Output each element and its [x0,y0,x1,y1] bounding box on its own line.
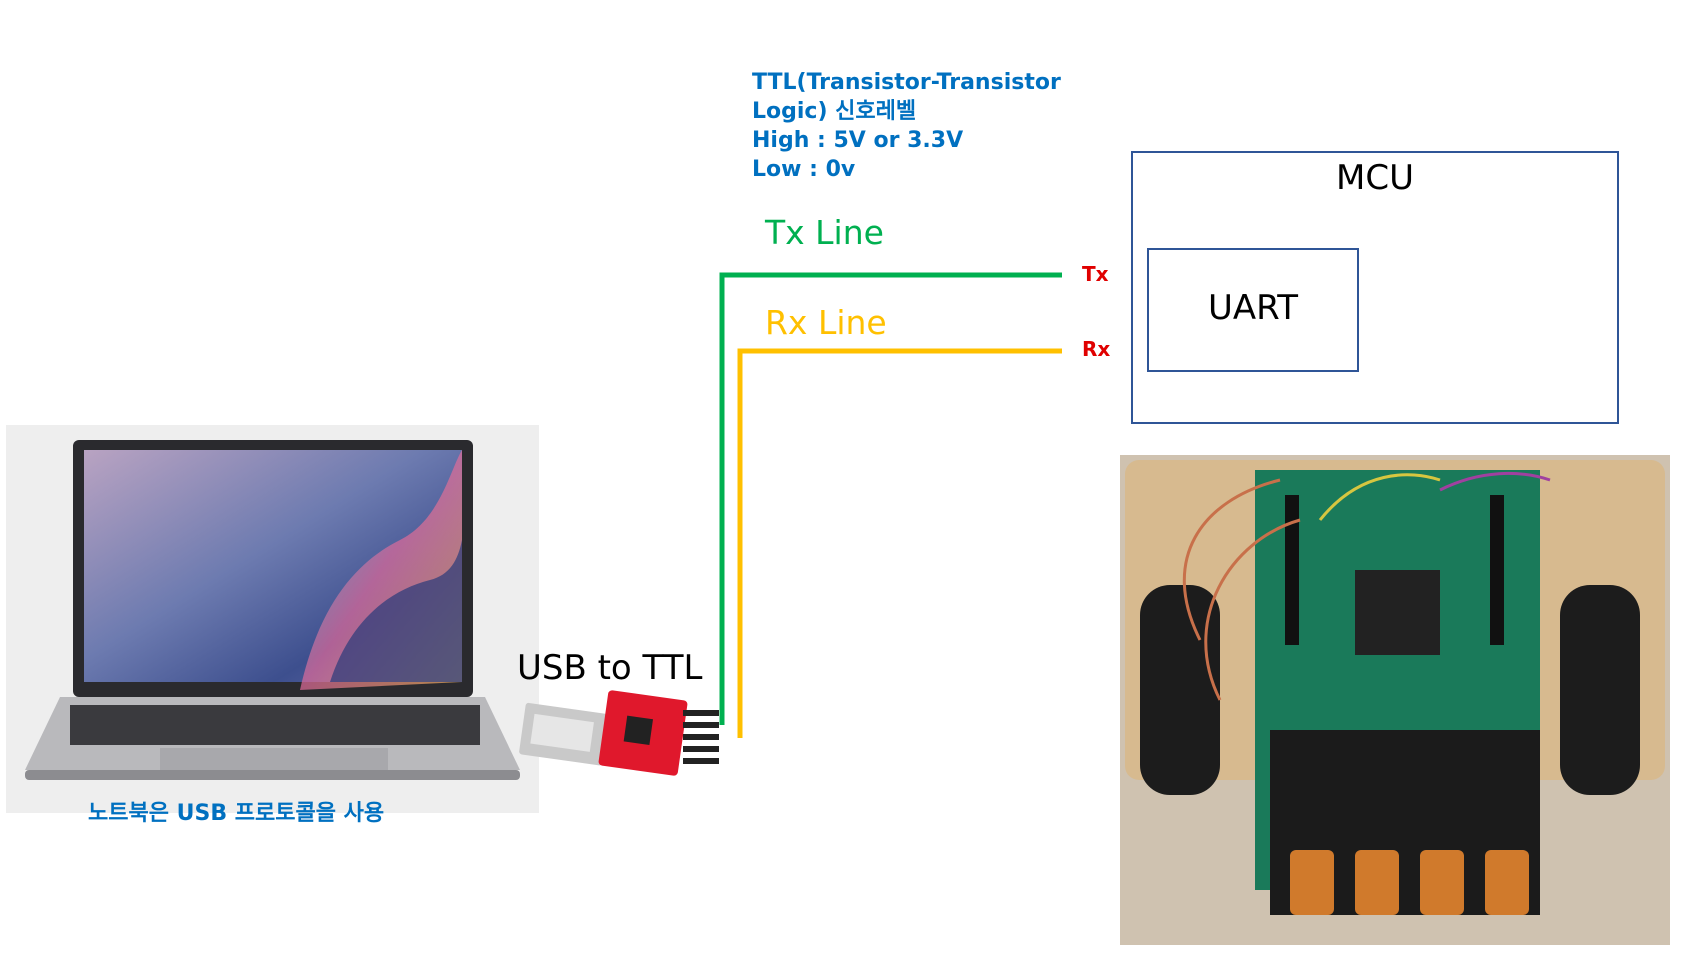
ttl-note-line3: High : 5V or 3.3V [752,128,964,153]
ttl-note-line4: Low : 0v [752,157,856,182]
mcu-label: MCU [1336,158,1414,198]
ttl-signal-note: TTL(Transistor-Transistor Logic) 신호레벨 Hi… [752,68,1092,184]
ttl-note-line1: TTL(Transistor-Transistor [752,70,1061,95]
rx-pin-label: Rx [1082,337,1111,361]
laptop-caption: 노트북은 USB 프로토콜을 사용 [88,801,385,826]
uart-box [1147,248,1359,372]
tx-line-label: Tx Line [765,213,884,252]
rx-wire [737,348,1062,738]
robot-car-photo [1120,455,1670,945]
ttl-note-line2: Logic) 신호레벨 [752,99,917,124]
tx-wire [719,272,1062,725]
laptop-image [6,425,539,813]
usb-to-ttl-label: USB to TTL [517,648,703,688]
uart-label: UART [1207,288,1299,328]
rx-line-label: Rx Line [765,303,887,342]
tx-pin-label: Tx [1082,262,1109,286]
usb-ttl-dongle-image [519,690,719,776]
mcu-box [1131,151,1619,424]
